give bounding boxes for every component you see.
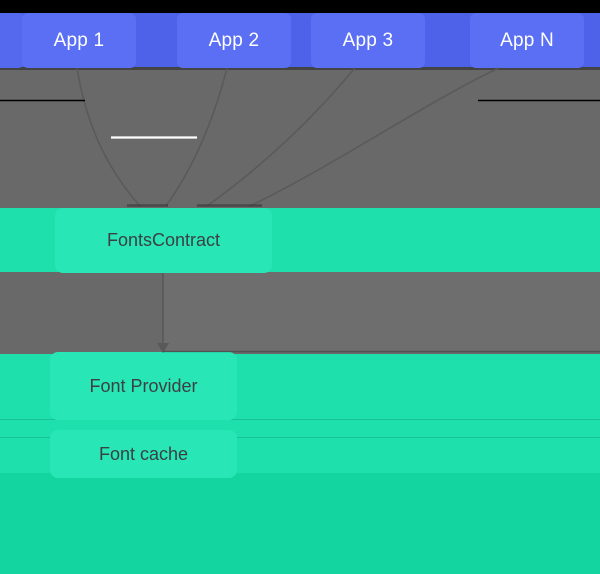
arrow-curve-app2 xyxy=(165,67,228,207)
font-cache-label: Font cache xyxy=(98,443,189,464)
fonts-contract-box: FontsContract xyxy=(55,208,272,273)
band-divider-line-2 xyxy=(0,437,600,438)
app-box-n: App N xyxy=(470,13,584,68)
fonts-contract-label: FontsContract xyxy=(106,230,221,250)
middle-gray-light-section xyxy=(163,272,600,351)
app-box-3: App 3 xyxy=(311,13,425,68)
app-2-label: App 2 xyxy=(208,29,260,51)
font-provider-box: Font Provider xyxy=(50,352,237,420)
arrow-curve-app3 xyxy=(206,67,356,207)
app-1-label: App 1 xyxy=(53,29,105,51)
top-black-bar xyxy=(0,0,600,13)
font-cache-box: Font cache xyxy=(50,430,237,478)
font-provider-label: Font Provider xyxy=(89,375,198,396)
bottom-teal-block xyxy=(0,473,600,574)
app-3-label: App 3 xyxy=(342,29,394,51)
app-box-partial xyxy=(0,13,24,68)
app-n-label: App N xyxy=(500,29,554,51)
band-divider-line-1 xyxy=(0,419,600,420)
app-box-1: App 1 xyxy=(22,13,136,68)
arrow-curve-appn xyxy=(249,67,500,207)
app-box-2: App 2 xyxy=(177,13,291,68)
arrow-curve-app1 xyxy=(76,67,141,207)
